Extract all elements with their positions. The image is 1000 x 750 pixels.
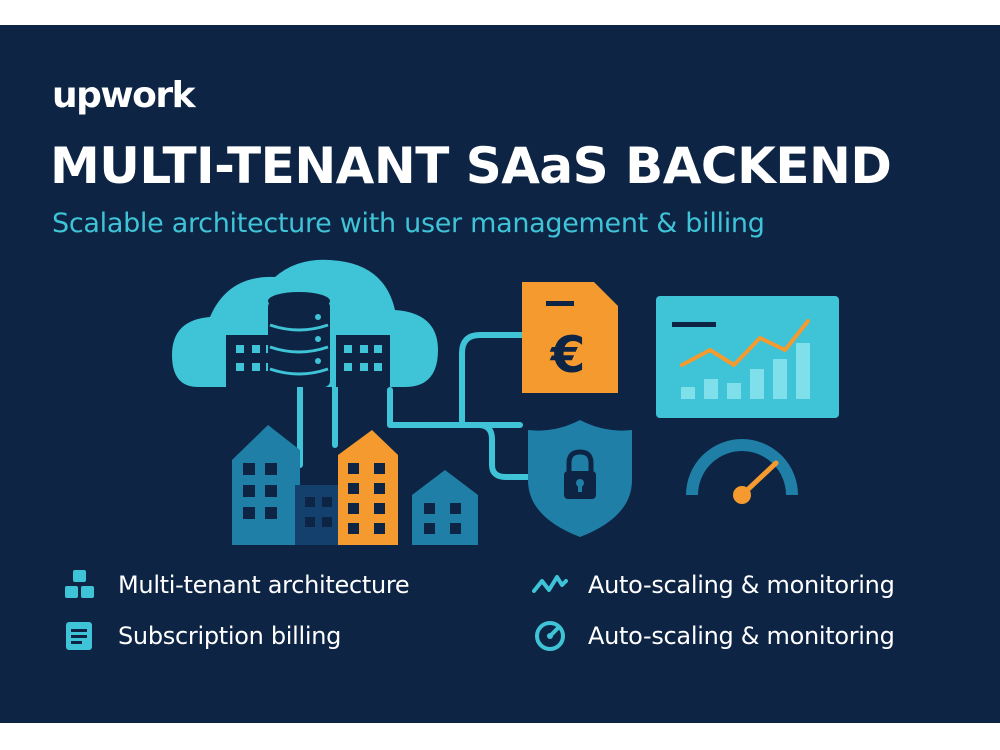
feature-monitoring: Auto-scaling & monitoring <box>532 618 895 654</box>
feature-label: Subscription billing <box>118 622 342 650</box>
gauge-icon <box>535 621 565 651</box>
buildings-icon <box>232 425 478 545</box>
pulse-icon <box>532 575 568 593</box>
feature-label: Auto-scaling & monitoring <box>588 622 895 650</box>
document-icon <box>66 622 92 650</box>
architecture-illustration: € <box>172 259 839 545</box>
banner: upwork MULTI-TENANT SAaS BACKEND Scalabl… <box>0 25 1000 723</box>
analytics-chart-icon <box>656 296 839 418</box>
feature-auto-scaling: Auto-scaling & monitoring <box>532 567 895 603</box>
shield-lock-icon <box>528 420 632 537</box>
feature-label: Auto-scaling & monitoring <box>588 571 895 599</box>
page-subtitle: Scalable architecture with user manageme… <box>52 208 765 239</box>
feature-multi-tenant: Multi-tenant architecture <box>62 567 410 603</box>
euro-invoice-icon: € <box>522 282 618 393</box>
page-title: MULTI-TENANT SAaS BACKEND <box>50 137 892 195</box>
euro-symbol: € <box>550 326 586 384</box>
feature-label: Multi-tenant architecture <box>118 571 410 599</box>
blocks-icon <box>65 570 94 598</box>
cloud-database-icon <box>172 259 438 387</box>
gauge-icon <box>686 439 798 504</box>
upwork-logo: upwork <box>52 75 196 116</box>
feature-subscription-billing: Subscription billing <box>62 618 341 654</box>
